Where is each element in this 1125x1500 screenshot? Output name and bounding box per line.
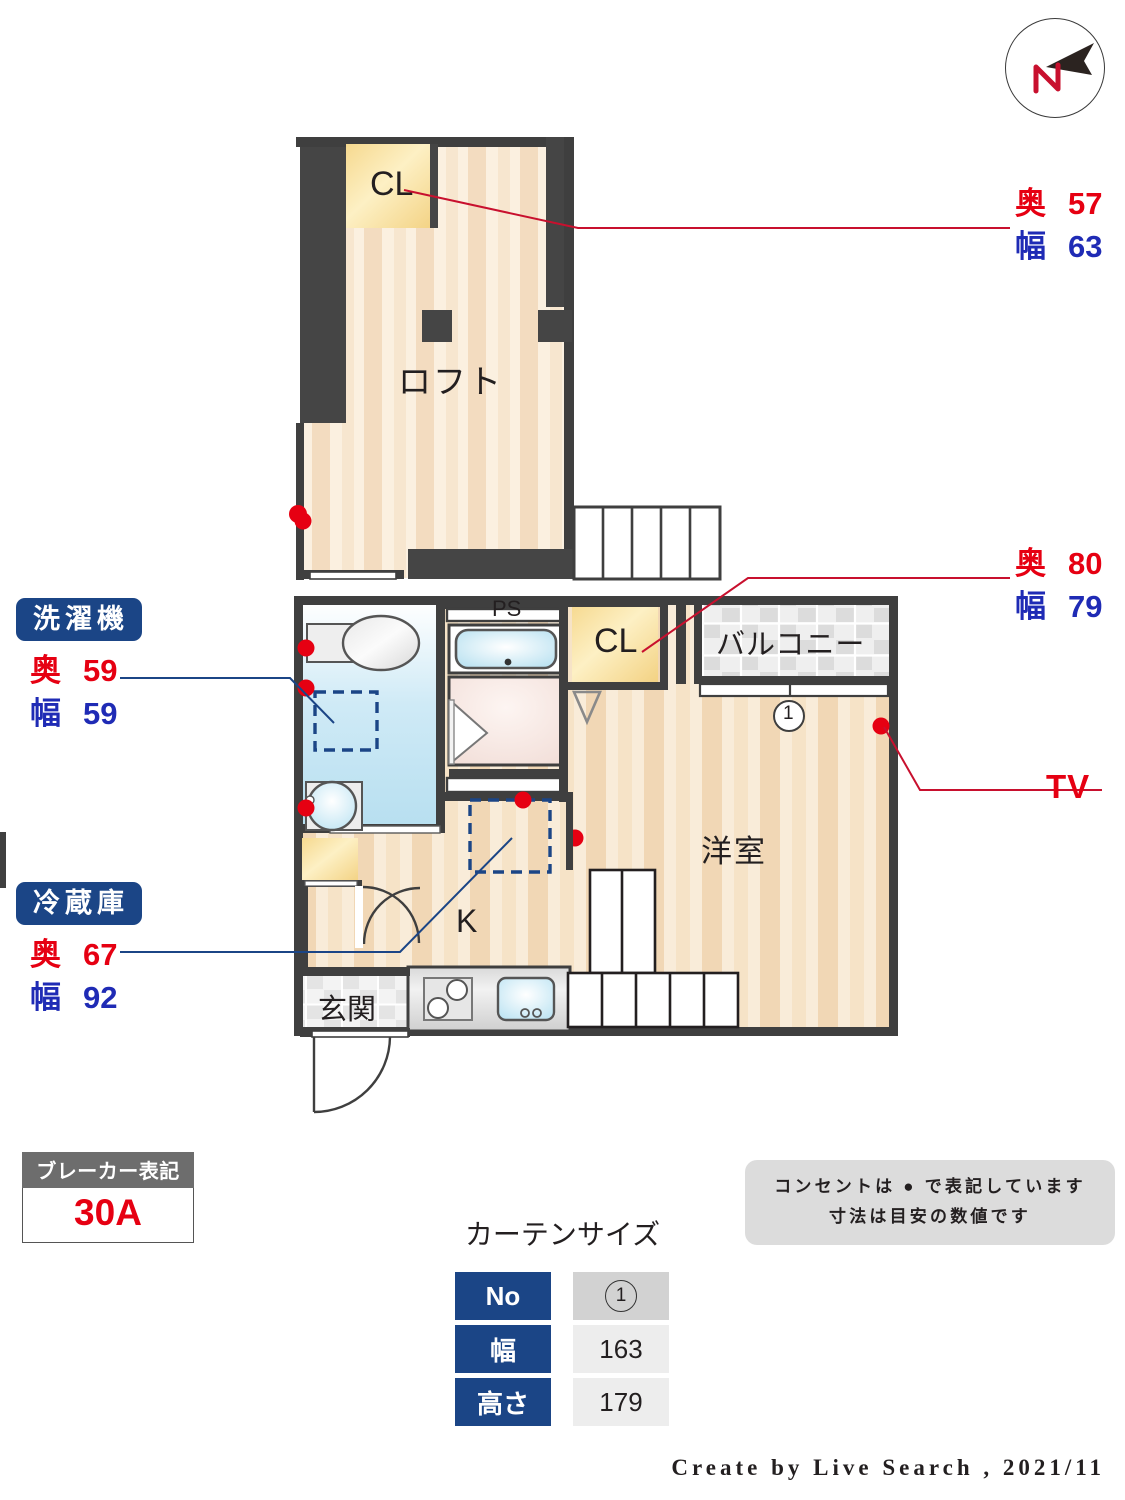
main-stairs bbox=[566, 868, 740, 1029]
depth-value: 59 bbox=[83, 653, 118, 689]
width-value: 92 bbox=[83, 979, 118, 1015]
label-kitchen: K bbox=[456, 903, 478, 939]
entrance-door-swing bbox=[313, 1036, 392, 1114]
wall-left bbox=[294, 596, 303, 1036]
outlet-marker bbox=[514, 791, 532, 809]
loft-plan bbox=[289, 137, 722, 581]
balcony-window bbox=[698, 682, 890, 698]
row-key: 高さ bbox=[455, 1378, 551, 1426]
curtain-size-title: カーテンサイズ bbox=[464, 1219, 661, 1250]
depth-label: 奥 bbox=[30, 937, 61, 973]
outlet-marker bbox=[297, 679, 315, 697]
depth-label: 奥 bbox=[1015, 186, 1046, 221]
width-value: 63 bbox=[1068, 228, 1103, 264]
callout-fridge: 冷蔵庫 奥 67 幅 92 bbox=[16, 882, 142, 1014]
label-balcony: バルコニー bbox=[716, 629, 866, 661]
outlet-marker bbox=[297, 799, 315, 817]
leader-room-closet bbox=[641, 577, 1010, 653]
width-label: 幅 bbox=[1015, 588, 1046, 624]
floor-plan bbox=[0, 137, 898, 1114]
depth-label: 奥 bbox=[1015, 546, 1046, 581]
fridge-space bbox=[468, 798, 552, 874]
washbasin-fixture bbox=[305, 780, 363, 832]
shoe-cabinet bbox=[302, 838, 358, 882]
outlet-marker bbox=[297, 639, 315, 657]
callout-washer: 洗濯機 奥 59 幅 59 bbox=[16, 598, 142, 730]
row-key: 幅 bbox=[455, 1325, 551, 1373]
width-label: 幅 bbox=[30, 979, 61, 1015]
compass-rose bbox=[1005, 18, 1105, 118]
toilet-fixture bbox=[306, 614, 421, 672]
washer-space bbox=[313, 690, 379, 752]
curtain-size-table: No 1 幅 163 高さ 179 bbox=[455, 1272, 669, 1431]
label-ps: PS bbox=[492, 596, 522, 621]
loft-pillar-right bbox=[538, 310, 572, 342]
label-closet-loft: CL bbox=[370, 165, 414, 203]
row-key: No bbox=[455, 1272, 551, 1320]
loft-stairs bbox=[572, 505, 722, 581]
depth-value: 57 bbox=[1068, 186, 1103, 221]
window-marker-1 bbox=[773, 700, 805, 732]
loft-wall-left bbox=[300, 140, 346, 423]
balcony-floor bbox=[700, 602, 894, 682]
wall-bottom bbox=[294, 1027, 898, 1036]
width-label: 幅 bbox=[1015, 228, 1046, 264]
depth-value: 80 bbox=[1068, 546, 1103, 581]
depth-label: 奥 bbox=[30, 653, 61, 689]
label-closet-room: CL bbox=[594, 622, 638, 660]
legend-note: コンセントは ● で表記しています 寸法は目安の数値です bbox=[745, 1160, 1115, 1245]
leader-lines bbox=[120, 189, 1102, 953]
table-row: No 1 bbox=[455, 1272, 669, 1320]
curtain-window-number: 1 bbox=[605, 1280, 637, 1312]
footer-credit: Create by Live Search , 2021/11 bbox=[671, 1455, 1105, 1480]
kitchen-counter bbox=[406, 965, 572, 1033]
table-row: 高さ 179 bbox=[455, 1378, 669, 1426]
note-line-2: 寸法は目安の数値です bbox=[829, 1206, 1031, 1226]
width-label: 幅 bbox=[30, 695, 61, 731]
depth-value: 67 bbox=[83, 937, 118, 973]
door-swing-sanitary bbox=[362, 885, 421, 944]
leader-fridge bbox=[120, 837, 513, 953]
row-value: 1 bbox=[573, 1272, 669, 1320]
tv-outlet-label: TV bbox=[1046, 768, 1091, 805]
leader-tv bbox=[883, 726, 1102, 791]
unit-bath bbox=[447, 675, 565, 767]
room-closet-box bbox=[572, 604, 658, 682]
wall-right bbox=[889, 596, 898, 1036]
outlet-marker bbox=[294, 512, 312, 530]
width-value: 79 bbox=[1068, 588, 1103, 624]
label-loft: ロフト bbox=[398, 363, 503, 400]
leader-loft-closet bbox=[403, 189, 1010, 229]
table-row: 幅 163 bbox=[455, 1325, 669, 1373]
breaker-box: ブレーカー表記 30A bbox=[22, 1152, 194, 1243]
row-value: 163 bbox=[573, 1325, 669, 1373]
window-marker-number: 1 bbox=[783, 703, 794, 724]
callout-room-closet: 奥 80 幅 79 bbox=[1015, 546, 1103, 624]
width-value: 59 bbox=[83, 695, 118, 731]
genkan-floor bbox=[302, 975, 408, 1035]
label-genkan: 玄関 bbox=[318, 994, 377, 1026]
breaker-title: ブレーカー表記 bbox=[22, 1152, 194, 1188]
callout-loft-closet: 奥 57 幅 63 bbox=[1015, 186, 1103, 264]
note-line-1: コンセントは ● で表記しています bbox=[774, 1177, 1086, 1196]
breaker-value: 30A bbox=[22, 1188, 194, 1243]
leader-washer bbox=[120, 677, 335, 724]
washer-badge: 洗濯機 bbox=[16, 598, 142, 642]
loft-closet-box bbox=[346, 144, 434, 228]
fridge-badge: 冷蔵庫 bbox=[16, 882, 142, 926]
label-washitsu: 洋室 bbox=[701, 834, 767, 869]
main-floor-plan bbox=[0, 596, 898, 1114]
loft-pillar-left bbox=[422, 310, 452, 342]
row-value: 179 bbox=[573, 1378, 669, 1426]
bathtub-fixture bbox=[447, 623, 565, 675]
